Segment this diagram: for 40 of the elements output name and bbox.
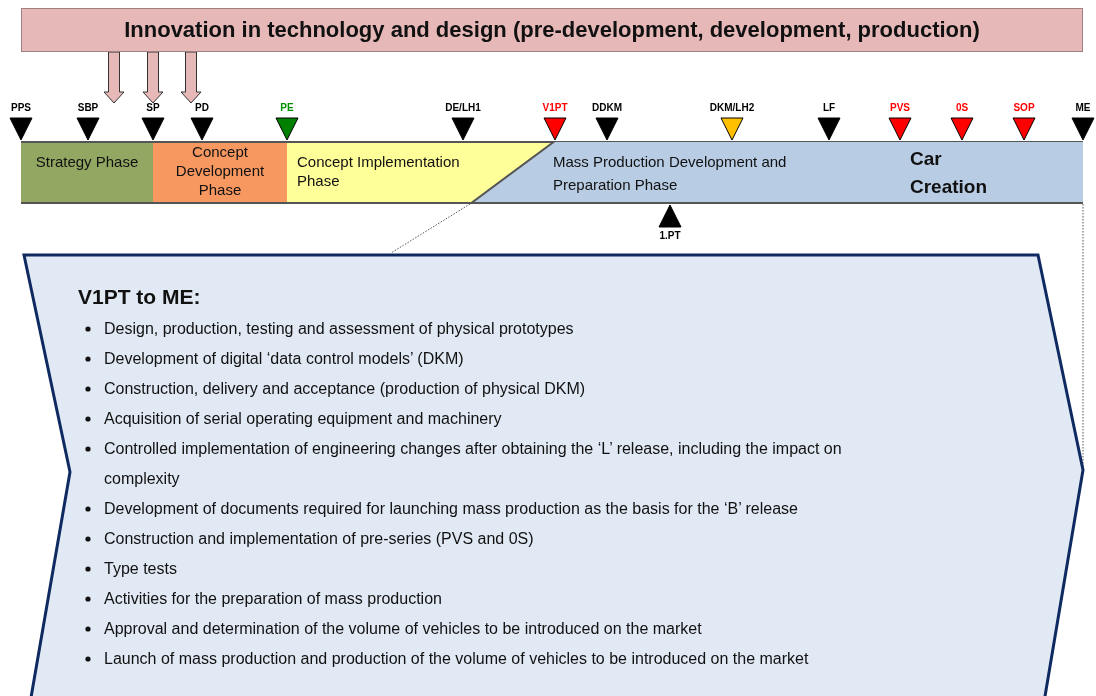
bullet-item: Design, production, testing and assessment of physical prototypes <box>104 319 575 339</box>
bullet-item: Development of documents required for launching mass production as the basis for the ‘B’ release <box>104 499 799 519</box>
milestone-label: DDKM <box>591 102 623 114</box>
milestone-label: 0S <box>954 102 970 114</box>
block-arrow <box>180 51 202 104</box>
bullet-item: Approval and determination of the volume of vehicles to be introduced on the market <box>104 619 703 639</box>
bullet-item: Launch of mass production and production of the volume of vehicles to be introduced on the market <box>104 649 810 669</box>
milestone-label: ME <box>1074 102 1092 114</box>
bullet-item: Type tests <box>104 559 178 579</box>
milestone-label: 1.PT <box>658 230 682 242</box>
milestone-label: SOP <box>1012 102 1036 114</box>
panel-heading: V1PT to ME: <box>78 285 201 309</box>
bullet-item: Construction and implementation of pre-series (PVS and 0S) <box>104 529 535 549</box>
bullet-item: Construction, delivery and acceptance (production of physical DKM) <box>104 379 587 399</box>
milestone-label: DKM/LH2 <box>708 102 756 114</box>
milestone-label: PD <box>194 102 210 114</box>
phase-bar <box>153 141 287 204</box>
milestone-label: SBP <box>76 102 100 114</box>
phase-label: Concept Implementation Phase <box>297 153 461 191</box>
milestone-label: SP <box>145 102 161 114</box>
title-text: Innovation in technology and design (pre-development, development, production) <box>124 17 980 43</box>
phase-title: Car Creation <box>910 147 989 199</box>
dotted-connector <box>390 203 471 254</box>
block-arrow <box>103 51 125 104</box>
milestone-label: PPS <box>10 102 32 114</box>
bullet-item: Development of digital ‘data control models’ (DKM) <box>104 349 465 369</box>
phase-bar <box>21 141 153 204</box>
bullet-item: Acquisition of serial operating equipment and machinery <box>104 409 503 429</box>
milestone-label: PVS <box>889 102 911 114</box>
milestone-label: DE/LH1 <box>444 102 482 114</box>
title-banner <box>21 8 1083 52</box>
milestone-label: LF <box>821 102 837 114</box>
phase-label: Strategy Phase <box>35 153 139 172</box>
milestone-label: PE <box>279 102 295 114</box>
block-arrow <box>142 51 164 104</box>
phase-label: Mass Production Development and Preparation Phase <box>553 152 788 195</box>
bullet-item: Controlled implementation of engineering changes after obtaining the ‘L’ release, including the impact on complexity <box>104 439 843 489</box>
milestone-label: V1PT <box>541 102 569 114</box>
phase-label: Concept Development Phase <box>174 143 266 200</box>
bullet-item: Activities for the preparation of mass production <box>104 589 443 609</box>
